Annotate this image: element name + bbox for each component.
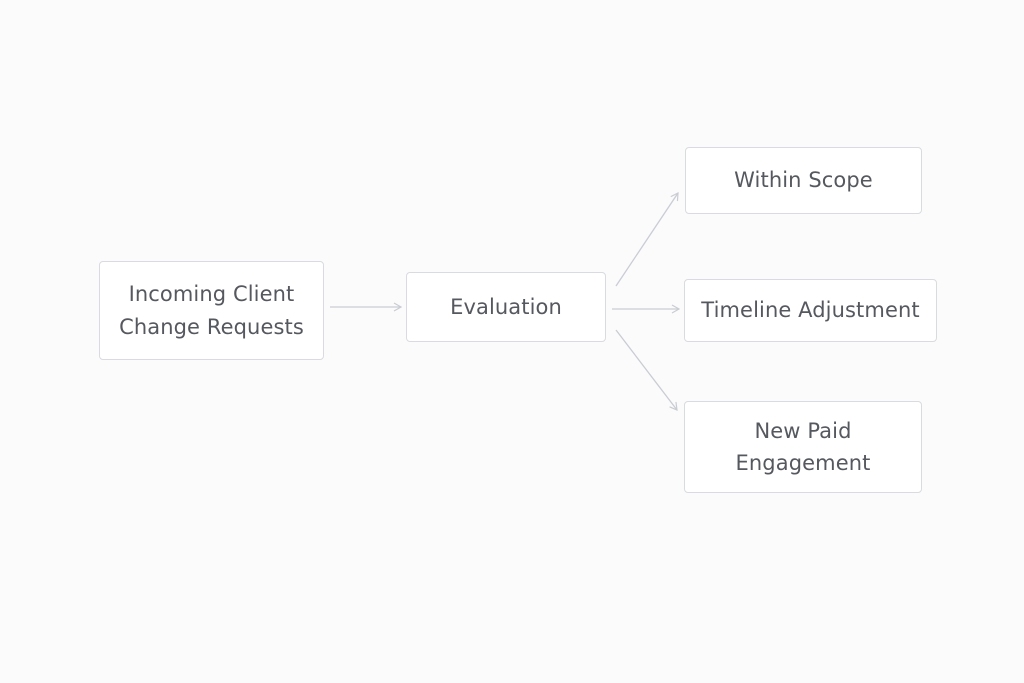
node-new-paid-engagement: New Paid Engagement [684, 401, 922, 493]
node-incoming-line1: Incoming Client [128, 281, 295, 306]
node-incoming-client-change-requests: Incoming Client Change Requests [99, 261, 324, 360]
node-within-scope-label: Within Scope [734, 168, 873, 192]
arrow-evaluation-to-within-scope [615, 191, 679, 287]
node-timeline-adjustment: Timeline Adjustment [684, 279, 937, 342]
arrow-evaluation-to-new-paid [615, 329, 678, 411]
node-within-scope: Within Scope [685, 147, 922, 214]
node-incoming-line2: Change Requests [119, 314, 304, 339]
node-evaluation-label: Evaluation [450, 294, 562, 319]
node-new-paid-line1: New Paid [754, 419, 852, 443]
node-timeline-label: Timeline Adjustment [701, 298, 920, 322]
node-new-paid-line2: Engagement [735, 451, 871, 475]
node-evaluation: Evaluation [406, 272, 606, 342]
